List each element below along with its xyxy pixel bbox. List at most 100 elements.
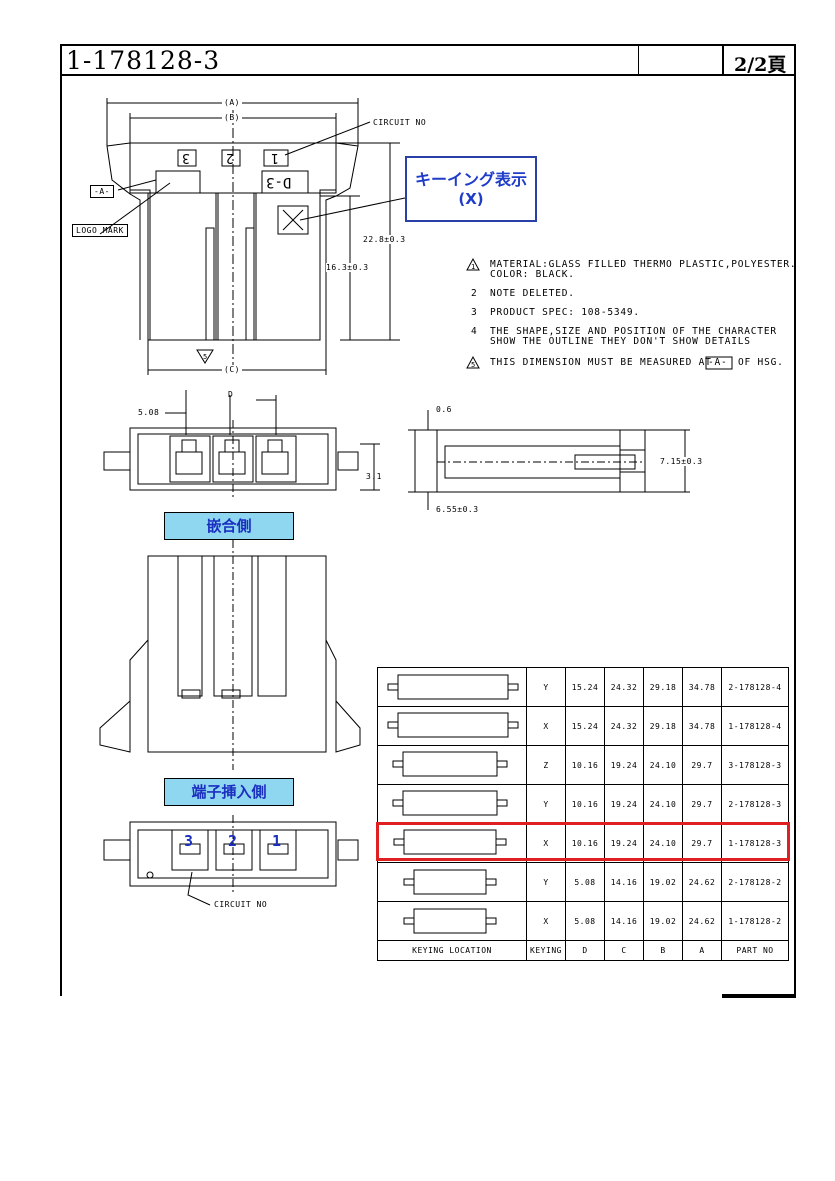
- top-view-dimensions: [99, 98, 406, 375]
- table-row: Z 10.16 19.24 24.10 29.7 3-178128-3: [377, 745, 789, 785]
- header-keying-location: KEYING LOCATION: [377, 940, 527, 961]
- header-b: B: [643, 940, 683, 961]
- dim-d-cell: 10.16: [565, 745, 605, 785]
- frame-corner-bar: [722, 994, 796, 998]
- dim-c-cell: 19.24: [604, 784, 644, 824]
- insertion-position-2: 2: [228, 832, 238, 850]
- dim-d: D: [228, 390, 234, 399]
- dim-a-label: (A): [222, 98, 242, 107]
- insertion-circuit-no: CIRCUIT NO: [214, 900, 268, 909]
- part-no-cell: 1-178128-4: [721, 706, 789, 746]
- part-number-table: Y 15.24 24.32 29.18 34.78 2-178128-4 X 1…: [377, 667, 789, 961]
- dim-c-cell: 14.16: [604, 862, 644, 902]
- dim-22-8: 22.8±0.3: [363, 235, 406, 244]
- title-divider: [722, 44, 724, 76]
- dim-b-cell: 29.18: [643, 667, 683, 707]
- note-5-datum: -A-: [708, 357, 728, 368]
- dim-c-cell: 19.24: [604, 745, 644, 785]
- note-4-number: 4: [471, 326, 478, 337]
- dim-b-cell: 29.18: [643, 706, 683, 746]
- table-row: Y 10.16 19.24 24.10 29.7 2-178128-3: [377, 784, 789, 824]
- dim-b-cell: 24.10: [643, 745, 683, 785]
- header-d: D: [565, 940, 605, 961]
- note-3-text: PRODUCT SPEC: 108-5349.: [490, 307, 640, 318]
- dim-c-cell: 24.32: [604, 706, 644, 746]
- note-3-number: 3: [471, 307, 478, 318]
- note-5-tail: OF HSG.: [738, 357, 784, 368]
- dim-a-cell: 29.7: [682, 784, 722, 824]
- dim-a-cell: 34.78: [682, 706, 722, 746]
- keying-location-image: [377, 901, 527, 941]
- table-row-highlighted: X 10.16 19.24 24.10 29.7 1-178128-3: [377, 823, 789, 863]
- dim-3-1: 3.1: [366, 472, 382, 481]
- page-indicator: 2/2頁: [734, 54, 787, 76]
- dim-c-label: (C): [222, 365, 242, 374]
- table-row: Y 15.24 24.32 29.18 34.78 2-178128-4: [377, 667, 789, 707]
- keying-cell: X: [526, 706, 566, 746]
- drawing-frame: [60, 44, 796, 996]
- dim-a-cell: 29.7: [682, 745, 722, 785]
- keying-location-image: [377, 784, 527, 824]
- circuit-position-1: 1: [271, 150, 279, 165]
- dim-6-55: 6.55±0.3: [436, 505, 479, 514]
- header-keying: KEYING: [526, 940, 566, 961]
- keying-callout-line2: (X): [458, 190, 484, 208]
- dim-d-cell: 10.16: [565, 823, 605, 863]
- side-view: [408, 410, 690, 510]
- keying-cell: Y: [526, 862, 566, 902]
- dim-d-cell: 15.24: [565, 667, 605, 707]
- dim-d-cell: 5.08: [565, 901, 605, 941]
- dim-a-cell: 24.62: [682, 862, 722, 902]
- dim-5-08: 5.08: [138, 408, 160, 417]
- keying-cell: Z: [526, 745, 566, 785]
- part-no-cell: 1-178128-2: [721, 901, 789, 941]
- datum-box: [705, 356, 733, 370]
- dim-7-15: 7.15±0.3: [660, 457, 703, 466]
- keying-location-image: [377, 745, 527, 785]
- mating-face-view: [103, 390, 380, 498]
- note-2-text: NOTE DELETED.: [490, 288, 575, 299]
- datum-a-label: -A-: [90, 185, 114, 198]
- dim-b-cell: 19.02: [643, 901, 683, 941]
- note-1-text2: COLOR: BLACK.: [490, 269, 575, 280]
- note5-triangle: [466, 355, 480, 369]
- part-no-cell: 2-178128-2: [721, 862, 789, 902]
- insertion-view: [99, 540, 361, 770]
- dim-b-label: (B): [222, 113, 242, 122]
- terminal-insertion-face: [103, 815, 359, 906]
- note-5-number: 5: [471, 361, 477, 369]
- note-1-text: MATERIAL:GLASS FILLED THERMO PLASTIC,POL…: [490, 259, 797, 270]
- dim-a-cell: 34.78: [682, 667, 722, 707]
- selected-row-highlight: [376, 822, 790, 861]
- table-row: Y 5.08 14.16 19.02 24.62 2-178128-2: [377, 862, 789, 902]
- circuit-position-3: 3: [182, 150, 190, 165]
- note-4-text2: SHOW THE OUTLINE THEY DON'T SHOW DETAILS: [490, 336, 751, 347]
- keying-location-image: [377, 862, 527, 902]
- header-a: A: [682, 940, 722, 961]
- table-header-row: KEYING LOCATION KEYING D C B A PART NO: [377, 940, 789, 961]
- header-part-no: PART NO: [721, 940, 789, 961]
- part-no-cell: 3-178128-3: [721, 745, 789, 785]
- insertion-position-1: 1: [272, 832, 282, 850]
- dim-d-cell: 10.16: [565, 784, 605, 824]
- dim-b-cell: 24.10: [643, 784, 683, 824]
- header-c: C: [604, 940, 644, 961]
- dim-c-cell: 24.32: [604, 667, 644, 707]
- keying-cell: Y: [526, 784, 566, 824]
- dim-0-6: 0.6: [436, 405, 452, 414]
- part-number-title: 1-178128-3: [66, 46, 221, 75]
- dim-d-cell: 5.08: [565, 862, 605, 902]
- keying-cell: Y: [526, 667, 566, 707]
- title-row: [60, 44, 796, 76]
- insertion-position-3: 3: [184, 832, 194, 850]
- keying-mark: D-3: [266, 174, 292, 190]
- circuit-no-label: CIRCUIT NO: [373, 118, 427, 127]
- mating-side-label: 嵌合側: [164, 512, 294, 540]
- note-5-text: THIS DIMENSION MUST BE MEASURED AT: [490, 357, 712, 368]
- insertion-side-label: 端子挿入側: [164, 778, 294, 806]
- note-2-number: 2: [471, 288, 478, 299]
- keying-location-image: [377, 667, 527, 707]
- note5-marker: 5: [203, 353, 208, 361]
- logo-mark-label: LOGO MARK: [72, 224, 128, 237]
- keying-callout-box: キーイング表示 (X): [405, 156, 537, 222]
